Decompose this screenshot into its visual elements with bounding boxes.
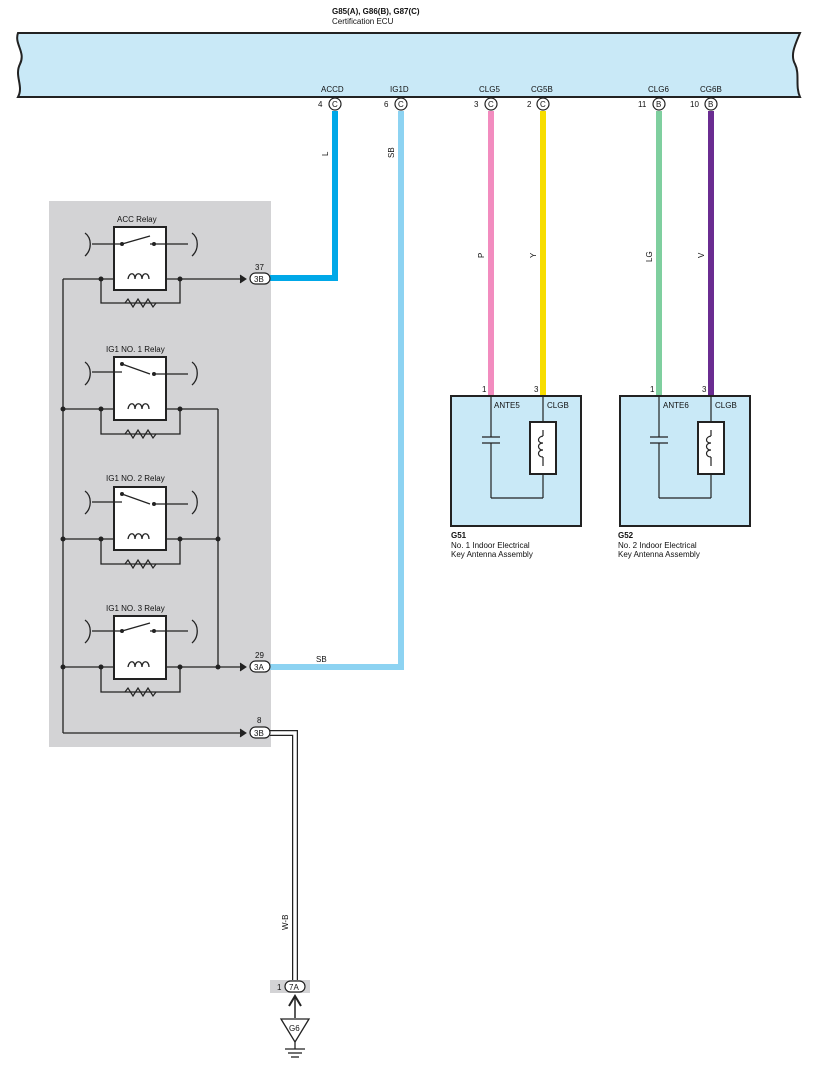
ecu-pin-num-clg5: 3 (474, 100, 479, 109)
relay-ig1-no3-label: IG1 NO. 3 Relay (106, 604, 165, 613)
antenna-g51-line2: Key Antenna Assembly (451, 550, 533, 559)
ground-g6: G6 (279, 1018, 311, 1058)
terminal-37-num: 37 (255, 263, 264, 272)
antenna-g51-right-label: CLGB (547, 401, 569, 410)
junction-7a: 1 7A (270, 980, 310, 1018)
antenna-g51-line1: No. 1 Indoor Electrical (451, 541, 530, 550)
ecu-pin-conn-cg6b: B (708, 100, 713, 109)
antenna-g52-line2: Key Antenna Assembly (618, 550, 700, 559)
wire-label-sb: SB (387, 147, 396, 158)
relay-ig1-no2-label: IG1 NO. 2 Relay (106, 474, 165, 483)
antenna-g51-pin-right: 3 (534, 385, 539, 394)
wire-label-y: Y (529, 252, 538, 258)
relay-ig1-no3: IG1 NO. 3 Relay (84, 604, 198, 680)
antenna-g51: 1 3 ANTE5 CLGB G51 No. 1 Indoor Electric… (450, 385, 582, 559)
ecu-pin-num-accd: 4 (318, 100, 323, 109)
wire-l (270, 111, 338, 281)
wire-sb (270, 111, 404, 670)
wire-label-wb: W-B (281, 915, 290, 930)
wire-label-sb-horizontal: SB (316, 655, 327, 664)
ecu-pin-name-ig1d: IG1D (390, 85, 409, 94)
ecu-pin-conn-ig1d: C (398, 100, 404, 109)
ecu-pin-name-cg5b: CG5B (531, 85, 553, 94)
ecu-pin-name-cg6b: CG6B (700, 85, 722, 94)
antenna-g52-right-label: CLGB (715, 401, 737, 410)
antenna-g52-pin-right: 3 (702, 385, 707, 394)
antenna-g51-code: G51 (451, 531, 467, 540)
junction-dots (60, 276, 221, 670)
antenna-g52-pin-left: 1 (650, 385, 655, 394)
terminal-8-num: 8 (257, 716, 262, 725)
junction-conn: 7A (289, 983, 299, 992)
relay-ig1-no1: IG1 NO. 1 Relay (84, 345, 198, 421)
ecu-pin-name-clg5: CLG5 (479, 85, 500, 94)
ecu-pin-conn-accd: C (332, 100, 338, 109)
antenna-g51-pin-left: 1 (482, 385, 487, 394)
ecu-pin-conn-clg6: B (656, 100, 661, 109)
terminal-37-conn: 3B (254, 275, 264, 284)
ecu-pin-conn-cg5b: C (540, 100, 546, 109)
relay-terminals: 37 3B 29 3A 8 3B (239, 263, 271, 739)
terminal-29-num: 29 (255, 651, 264, 660)
ecu-pin-num-cg5b: 2 (527, 100, 532, 109)
wire-label-lg: LG (645, 251, 654, 262)
ground-code: G6 (289, 1024, 300, 1033)
junction-num: 1 (277, 983, 282, 992)
ecu-pin-conn-clg5: C (488, 100, 494, 109)
ecu-pin-name-accd: ACCD (321, 85, 344, 94)
antenna-g52-code: G52 (618, 531, 634, 540)
wires (270, 111, 714, 980)
ecu-name: Certification ECU (332, 17, 394, 26)
ecu-body (16, 32, 802, 98)
ecu-pin-num-ig1d: 6 (384, 100, 389, 109)
antenna-g51-left-label: ANTE5 (494, 401, 520, 410)
relay-acc-label: ACC Relay (117, 215, 157, 224)
relay-acc: ACC Relay (84, 215, 198, 291)
relay-resistors (124, 297, 157, 698)
relay-ig1-no1-label: IG1 NO. 1 Relay (106, 345, 165, 354)
antenna-g52-line1: No. 2 Indoor Electrical (618, 541, 697, 550)
terminal-29-conn: 3A (254, 663, 264, 672)
ecu-pins: ACCD IG1D CLG5 CG5B CLG6 CG6B 4 C 6 C 3 … (318, 85, 722, 111)
wire-label-v: V (697, 252, 706, 258)
wire-label-p: P (477, 253, 486, 258)
relay-ig1-no2: IG1 NO. 2 Relay (84, 474, 198, 551)
ground-triangle (279, 1018, 311, 1044)
ecu-code: G85(A), G86(B), G87(C) (332, 7, 420, 16)
ecu-pin-num-cg6b: 10 (690, 100, 699, 109)
ecu-pin-num-clg6: 11 (638, 100, 647, 109)
antenna-g52-left-label: ANTE6 (663, 401, 689, 410)
terminal-8-conn: 3B (254, 729, 264, 738)
wire-wb (270, 731, 297, 980)
ecu-pin-name-clg6: CLG6 (648, 85, 669, 94)
antenna-g52: 1 3 ANTE6 CLGB G52 No. 2 Indoor Electric… (618, 385, 751, 559)
wire-label-l: L (321, 151, 330, 156)
